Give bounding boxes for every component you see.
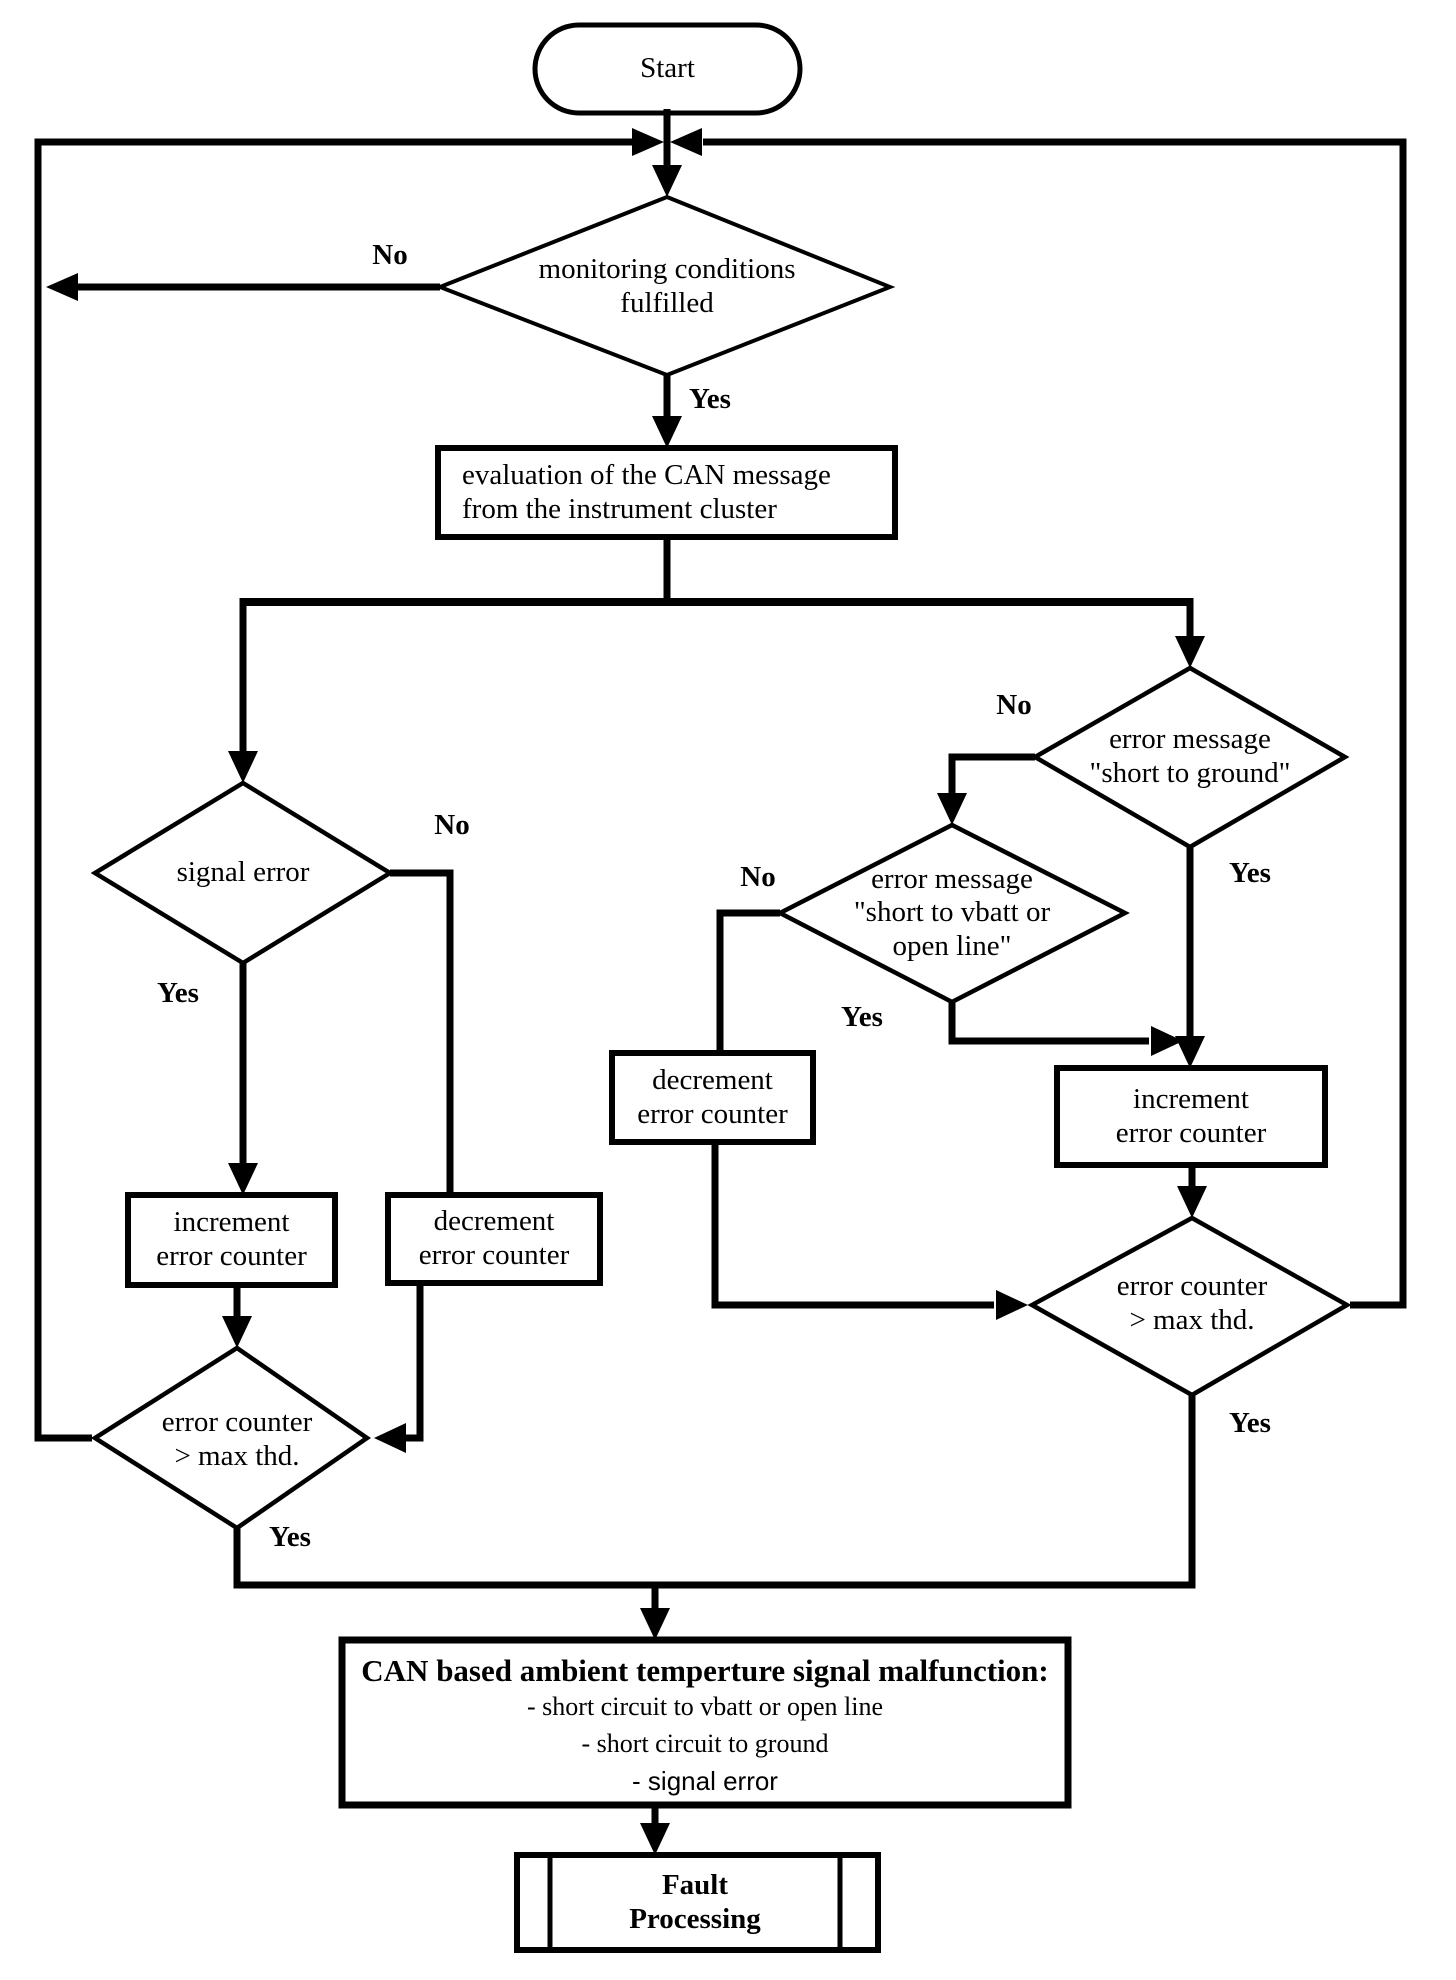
arrowheads: [46, 128, 1207, 1855]
edge-label-vbatt-no: No: [740, 860, 776, 893]
fault-processing-shape: [514, 1852, 881, 1953]
decrement-left-process-label: decrement error counter: [418, 1205, 570, 1271]
fault-processing-label: Fault Processing: [629, 1868, 761, 1935]
arrow-into-threshold-right-top: [1177, 1186, 1207, 1218]
threshold-right-decision-label: error counter > max thd.: [1116, 1270, 1268, 1336]
increment-left-process-shape: [125, 1192, 338, 1288]
decrement-left-process-shape: [385, 1192, 603, 1286]
arrow-loop-left-into-junction: [632, 128, 664, 156]
signal-error-decision-label: signal error: [176, 856, 310, 889]
arrow-into-threshold-left-top: [222, 1316, 252, 1348]
arrow-into-threshold-right-left: [996, 1290, 1028, 1320]
arrow-into-evaluation: [652, 416, 682, 448]
arrow-into-increment-right: [1175, 1036, 1205, 1068]
short-vbatt-decision-label: error message "short to vbatt or open li…: [853, 862, 1051, 962]
edge-decrement-left-out: [404, 1283, 424, 1442]
fault-processing-side-bars: [547, 1855, 843, 1950]
edge-decrement-right-out: [711, 1142, 994, 1309]
edge-label-threshold-left-yes: Yes: [269, 1520, 311, 1553]
edge-label-threshold-right-yes: Yes: [1229, 1406, 1271, 1439]
edge-label-signal-no: No: [434, 808, 470, 841]
evaluation-process-label: evaluation of the CAN message from the i…: [462, 459, 831, 525]
edge-vbatt-yes: [948, 1002, 1149, 1045]
arrow-into-malfunction: [640, 1608, 670, 1640]
decrement-right-process-label: decrement error counter: [637, 1063, 788, 1130]
edge-vbatt-no: [716, 909, 780, 1053]
increment-right-process-label: increment error counter: [1115, 1082, 1267, 1149]
malfunction-process-shape: [338, 1636, 1072, 1809]
edge-signal-no: [390, 869, 454, 1195]
short-ground-decision-label: error message "short to ground": [1089, 723, 1291, 789]
arrow-into-short-ground: [1175, 636, 1205, 668]
edge-label-monitoring-no: No: [372, 238, 408, 271]
edge-threshold-left-yes: [233, 1528, 655, 1589]
arrow-loop-right-into-junction: [670, 128, 702, 156]
edge-label-ground-yes: Yes: [1229, 856, 1271, 889]
arrow-vbatt-yes-merge: [1151, 1026, 1183, 1056]
arrow-into-monitoring: [652, 165, 682, 197]
edge-label-monitoring-yes: Yes: [689, 382, 731, 415]
monitoring-decision-label: monitoring conditions fulfilled: [538, 253, 796, 319]
arrow-into-threshold-left-right: [374, 1423, 406, 1453]
edge-label-vbatt-yes: Yes: [841, 1000, 883, 1033]
arrow-into-fault-processing: [640, 1823, 670, 1855]
loop-left-border: [34, 138, 636, 1442]
start-label: Start: [640, 52, 695, 85]
malfunction-item-ground: - short circuit to ground: [581, 1729, 829, 1759]
edge-ground-no: [948, 753, 1035, 796]
increment-left-process-label: increment error counter: [156, 1206, 307, 1272]
arrow-into-short-vbatt: [937, 793, 967, 825]
threshold-left-decision-label: error counter > max thd.: [161, 1406, 313, 1472]
malfunction-item-signal: - signal error: [632, 1766, 778, 1796]
arrow-into-signal-error: [228, 751, 258, 783]
loop-right-border: [703, 138, 1407, 1309]
arrow-monitoring-no-into-loop: [46, 273, 78, 301]
malfunction-title: CAN based ambient temperture signal malf…: [361, 1653, 1049, 1688]
edge-label-signal-yes: Yes: [157, 976, 199, 1009]
edge-label-ground-no: No: [996, 688, 1032, 721]
edge-threshold-right-yes: [655, 1395, 1196, 1589]
arrow-into-increment-left: [228, 1163, 258, 1195]
malfunction-item-vbatt: - short circuit to vbatt or open line: [527, 1692, 883, 1722]
malfunction-process-content: CAN based ambient temperture signal malf…: [342, 1640, 1068, 1805]
